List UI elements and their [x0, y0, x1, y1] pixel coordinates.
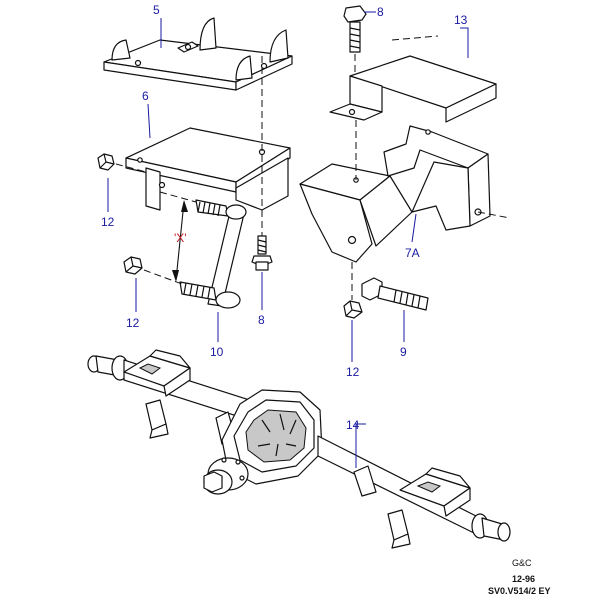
callout-13: 13: [454, 13, 468, 27]
bracket-13: [329, 35, 497, 123]
callout-9: 9: [400, 345, 407, 359]
nut-12-middle: [123, 256, 183, 285]
callout-14: 14: [346, 418, 360, 432]
callout-x-dimension: 'X': [174, 231, 187, 245]
callout-8-top: 8: [377, 5, 384, 19]
callout-10: 10: [210, 345, 224, 359]
bracket-6: [125, 127, 291, 211]
callout-12-middle: 12: [126, 316, 140, 330]
leader-lines: [107, 11, 469, 468]
callout-12-right: 12: [346, 365, 360, 379]
link-rod-10: [159, 191, 247, 309]
callout-12-left: 12: [101, 215, 115, 229]
bolt-8-top: [343, 5, 367, 118]
dimension-x: [172, 200, 188, 282]
bolt-8-lower: [251, 56, 273, 271]
callout-5: 5: [153, 3, 160, 17]
bolt-9: [361, 277, 429, 311]
footer-date: 12-96: [512, 574, 535, 584]
callout-labels: 5 8 13 6 12 7A 'X' 12 8 10 12 9 14: [101, 3, 468, 432]
rear-axle-14: [87, 349, 511, 549]
footer-block: G&C 12-96 SV0.V514/2 EY: [488, 558, 551, 596]
nut-12-right: [343, 300, 363, 319]
footer-brand: G&C: [512, 558, 532, 568]
nut-12-left: [97, 153, 147, 173]
bracket-5: [103, 17, 293, 91]
footer-reference: SV0.V514/2 EY: [488, 586, 551, 596]
callout-8-bottom: 8: [258, 313, 265, 327]
callout-7a: 7A: [405, 246, 420, 260]
bracket-7a: [299, 120, 511, 300]
callout-6: 6: [142, 89, 149, 103]
